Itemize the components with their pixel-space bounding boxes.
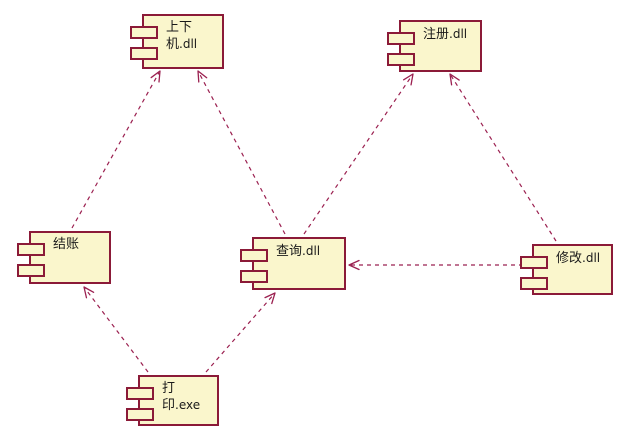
arrowhead-open [348, 259, 360, 271]
component-port-bottom [240, 270, 268, 283]
arrowhead-open [83, 286, 95, 299]
component-dayin[interactable]: 打印.exe [126, 375, 219, 426]
dependency-arrow [348, 259, 523, 271]
arrowhead-open [402, 73, 414, 86]
dependency-arrow [449, 73, 557, 242]
dependency-line [205, 294, 275, 373]
dependency-line [84, 288, 149, 373]
component-label: 查询.dll [276, 244, 321, 259]
component-label: 结账 [53, 237, 80, 252]
component-port-bottom [520, 277, 548, 290]
component-jiezhang[interactable]: 结账 [17, 231, 111, 284]
component-port-bottom [130, 47, 158, 60]
dependency-arrow [205, 292, 276, 373]
component-port-top [240, 249, 268, 262]
dependency-line [198, 72, 286, 235]
component-xiugai[interactable]: 修改.dll [520, 244, 613, 295]
component-port-top [126, 387, 154, 400]
arrowhead-open [197, 70, 208, 83]
component-port-top [130, 26, 158, 39]
component-label: 注册.dll [423, 27, 468, 42]
dependency-line [303, 75, 413, 235]
arrowhead-open [264, 292, 276, 305]
component-port-bottom [126, 408, 154, 421]
component-shangxiaji[interactable]: 上下机.dll [130, 14, 224, 69]
dependency-arrow [83, 286, 149, 373]
component-port-top [17, 243, 45, 256]
component-label: 上下机.dll [166, 20, 198, 52]
component-label: 修改.dll [556, 251, 601, 266]
dependency-arrow [197, 70, 286, 235]
component-port-bottom [387, 53, 415, 66]
component-port-top [520, 256, 548, 269]
component-port-top [387, 32, 415, 45]
dependency-line [450, 75, 557, 242]
arrowhead-open [449, 73, 460, 86]
component-chaxun[interactable]: 查询.dll [240, 237, 346, 290]
component-port-bottom [17, 264, 45, 277]
dependency-arrow [303, 73, 414, 235]
arrowhead-open [150, 70, 161, 83]
component-zhuce[interactable]: 注册.dll [387, 20, 482, 72]
dependency-arrow [71, 70, 161, 229]
component-label: 打印.exe [162, 381, 201, 413]
dependency-line [71, 72, 160, 229]
